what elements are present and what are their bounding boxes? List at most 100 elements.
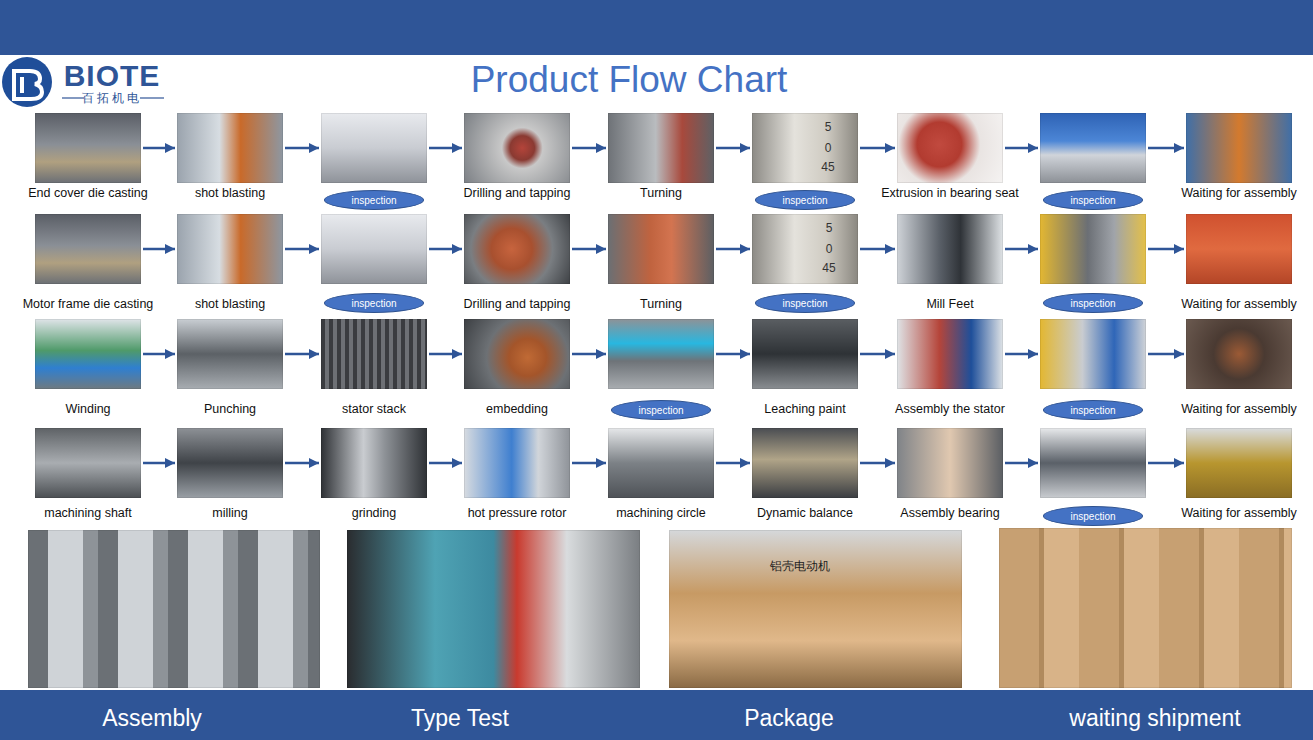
- process-photo: [28, 530, 320, 688]
- flow-arrow: [285, 353, 319, 356]
- process-photo: [669, 530, 962, 688]
- flow-arrow: [716, 248, 750, 251]
- process-step: Assembly the stator: [897, 319, 1003, 421]
- step-caption: hot pressure rotor: [468, 505, 567, 521]
- process-step: stator stack: [321, 319, 427, 421]
- process-photo: [897, 319, 1003, 389]
- process-photo: [321, 113, 427, 183]
- process-photo: [752, 214, 858, 284]
- logo-text: 百拓机电: [82, 90, 142, 107]
- process-photo: [1040, 113, 1146, 183]
- step-caption: Drilling and tapping: [463, 296, 570, 312]
- process-step: End cover die casting: [35, 113, 141, 205]
- process-photo: [608, 428, 714, 498]
- process-photo: [608, 214, 714, 284]
- process-photo: [1186, 319, 1292, 389]
- flow-arrow: [716, 147, 750, 150]
- step-caption: Assembly the stator: [895, 401, 1005, 417]
- process-photo: [752, 113, 858, 183]
- step-caption: Assembly bearing: [900, 505, 999, 521]
- process-photo: [177, 428, 283, 498]
- flow-arrow: [285, 462, 319, 465]
- process-photo: [608, 113, 714, 183]
- process-step: inspection: [752, 214, 858, 315]
- process-photo: [321, 428, 427, 498]
- process-step: embedding: [464, 319, 570, 421]
- flow-arrow: [143, 462, 175, 465]
- process-step: Waiting for assembly: [1186, 428, 1292, 525]
- flow-arrow: [1148, 248, 1184, 251]
- step-caption: Waiting for assembly: [1181, 401, 1297, 417]
- step-caption: shot blasting: [195, 185, 265, 201]
- process-step: inspection: [1040, 113, 1146, 212]
- process-step: Waiting for assembly: [1186, 319, 1292, 421]
- inspection-oval: inspection: [611, 400, 711, 420]
- header-band: [0, 0, 1313, 55]
- step-caption: End cover die casting: [28, 185, 148, 201]
- step-caption: grinding: [352, 505, 396, 521]
- flow-arrow: [716, 462, 750, 465]
- flow-arrow: [860, 462, 895, 465]
- scale-number: 5: [826, 221, 833, 235]
- process-step: Dynamic balance: [752, 428, 858, 525]
- process-photo: [608, 319, 714, 389]
- step-caption: Turning: [640, 296, 682, 312]
- process-photo: [177, 113, 283, 183]
- process-step: Motor frame die casting: [35, 214, 141, 316]
- process-step: Extrusion in bearing seat: [897, 113, 1003, 205]
- process-photo: [752, 428, 858, 498]
- process-step: hot pressure rotor: [464, 428, 570, 525]
- flow-arrow: [1148, 147, 1184, 150]
- step-caption: embedding: [486, 401, 548, 417]
- process-photo: [464, 319, 570, 389]
- flow-arrow: [572, 147, 606, 150]
- inspection-oval: inspection: [1043, 293, 1143, 313]
- flow-arrow: [429, 248, 462, 251]
- process-photo: [177, 214, 283, 284]
- flow-arrow: [143, 353, 175, 356]
- process-step: machining circle: [608, 428, 714, 525]
- process-photo: [897, 113, 1003, 183]
- logo-glyph: [20, 77, 24, 93]
- process-step: inspection: [321, 113, 427, 212]
- inspection-oval: inspection: [1043, 506, 1143, 526]
- process-step: Punching: [177, 319, 283, 421]
- inspection-oval: inspection: [1043, 400, 1143, 420]
- scale-number: 45: [821, 160, 834, 174]
- flow-arrow: [1005, 353, 1038, 356]
- process-photo: [35, 214, 141, 284]
- flow-arrow: [1005, 147, 1038, 150]
- process-photo: [1040, 428, 1146, 498]
- process-photo: [1186, 214, 1292, 284]
- stage-caption: Assembly: [102, 704, 202, 732]
- process-step: shot blasting: [177, 113, 283, 205]
- process-step: milling: [177, 428, 283, 525]
- scale-number: 45: [822, 261, 835, 275]
- process-photo: [1186, 428, 1292, 498]
- logo-glyph: [14, 71, 42, 99]
- process-photo: [321, 319, 427, 389]
- process-step: grinding: [321, 428, 427, 525]
- process-photo: [35, 428, 141, 498]
- process-photo: [1040, 214, 1146, 284]
- process-photo: [897, 428, 1003, 498]
- step-caption: Motor frame die casting: [23, 296, 154, 312]
- process-photo: [752, 319, 858, 389]
- process-step: Assembly bearing: [897, 428, 1003, 525]
- logo-circle: [2, 57, 52, 107]
- flow-arrow: [860, 353, 895, 356]
- flow-arrow: [1148, 462, 1184, 465]
- step-caption: Drilling and tapping: [463, 185, 570, 201]
- process-photo: [1186, 113, 1292, 183]
- flow-arrow: [1005, 462, 1038, 465]
- process-step: Leaching paint: [752, 319, 858, 421]
- step-caption: milling: [212, 505, 247, 521]
- process-step: inspection: [608, 319, 714, 422]
- process-step: Drilling and tapping: [464, 113, 570, 205]
- process-step: Waiting for assembly: [1186, 214, 1292, 316]
- process-step: inspection: [752, 113, 858, 212]
- logo-text: BIOTE: [64, 59, 161, 93]
- step-caption: shot blasting: [195, 296, 265, 312]
- step-caption: Extrusion in bearing seat: [881, 185, 1019, 201]
